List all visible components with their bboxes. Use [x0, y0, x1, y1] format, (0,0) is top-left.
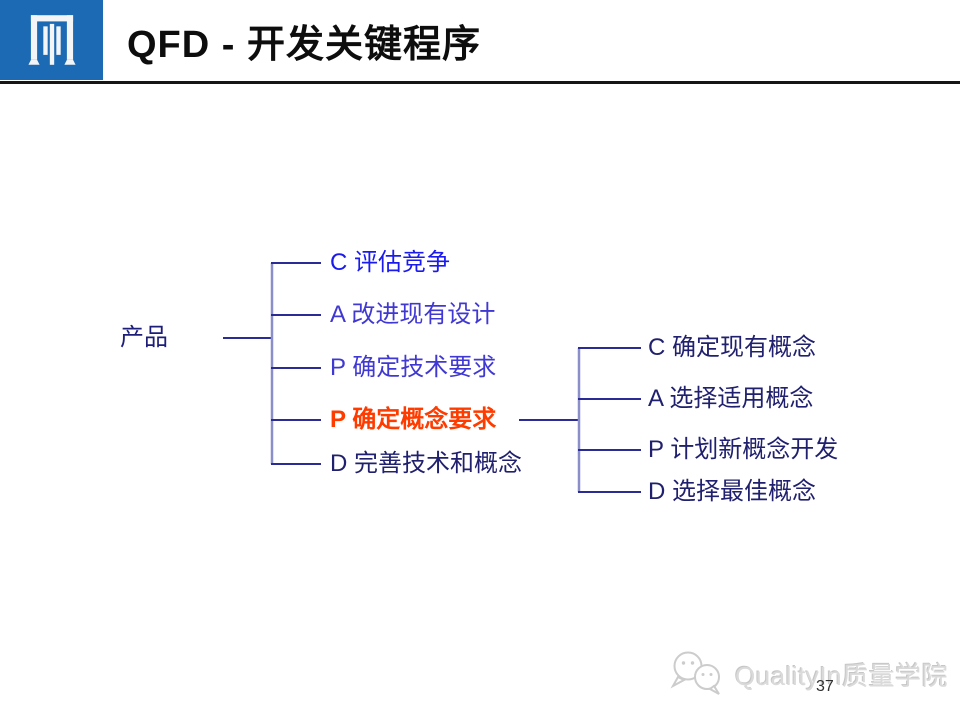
chat-bubbles-icon	[670, 651, 720, 695]
tree-node-evaluate-competition: C 评估竞争	[330, 248, 450, 276]
header-divider	[0, 81, 960, 84]
brand-watermark: QualityIn质量学院	[666, 649, 948, 699]
tree-node-define-technical-requirements: P 确定技术要求	[330, 353, 497, 381]
tree-node-define-concept-requirements-highlighted: P 确定概念要求	[330, 405, 497, 433]
page-number: 37	[816, 678, 834, 695]
tree-node-identify-existing-concepts: C 确定现有概念	[648, 333, 816, 361]
tree-node-improve-existing-design: A 改进现有设计	[330, 300, 496, 328]
pillars-gate-icon	[27, 15, 76, 65]
tree-root-node-product: 产品	[120, 323, 168, 351]
tree-node-plan-new-concept-development: P 计划新概念开发	[648, 435, 839, 463]
tree-node-refine-technology-and-concept: D 完善技术和概念	[330, 449, 522, 477]
slide-title: QFD - 开发关键程序	[127, 24, 481, 66]
brand-name: QualityIn质量学院	[735, 660, 949, 691]
tree-node-select-applicable-concepts: A 选择适用概念	[648, 384, 814, 412]
tree-node-select-best-concept: D 选择最佳概念	[648, 477, 816, 505]
brand-logo	[0, 0, 103, 80]
